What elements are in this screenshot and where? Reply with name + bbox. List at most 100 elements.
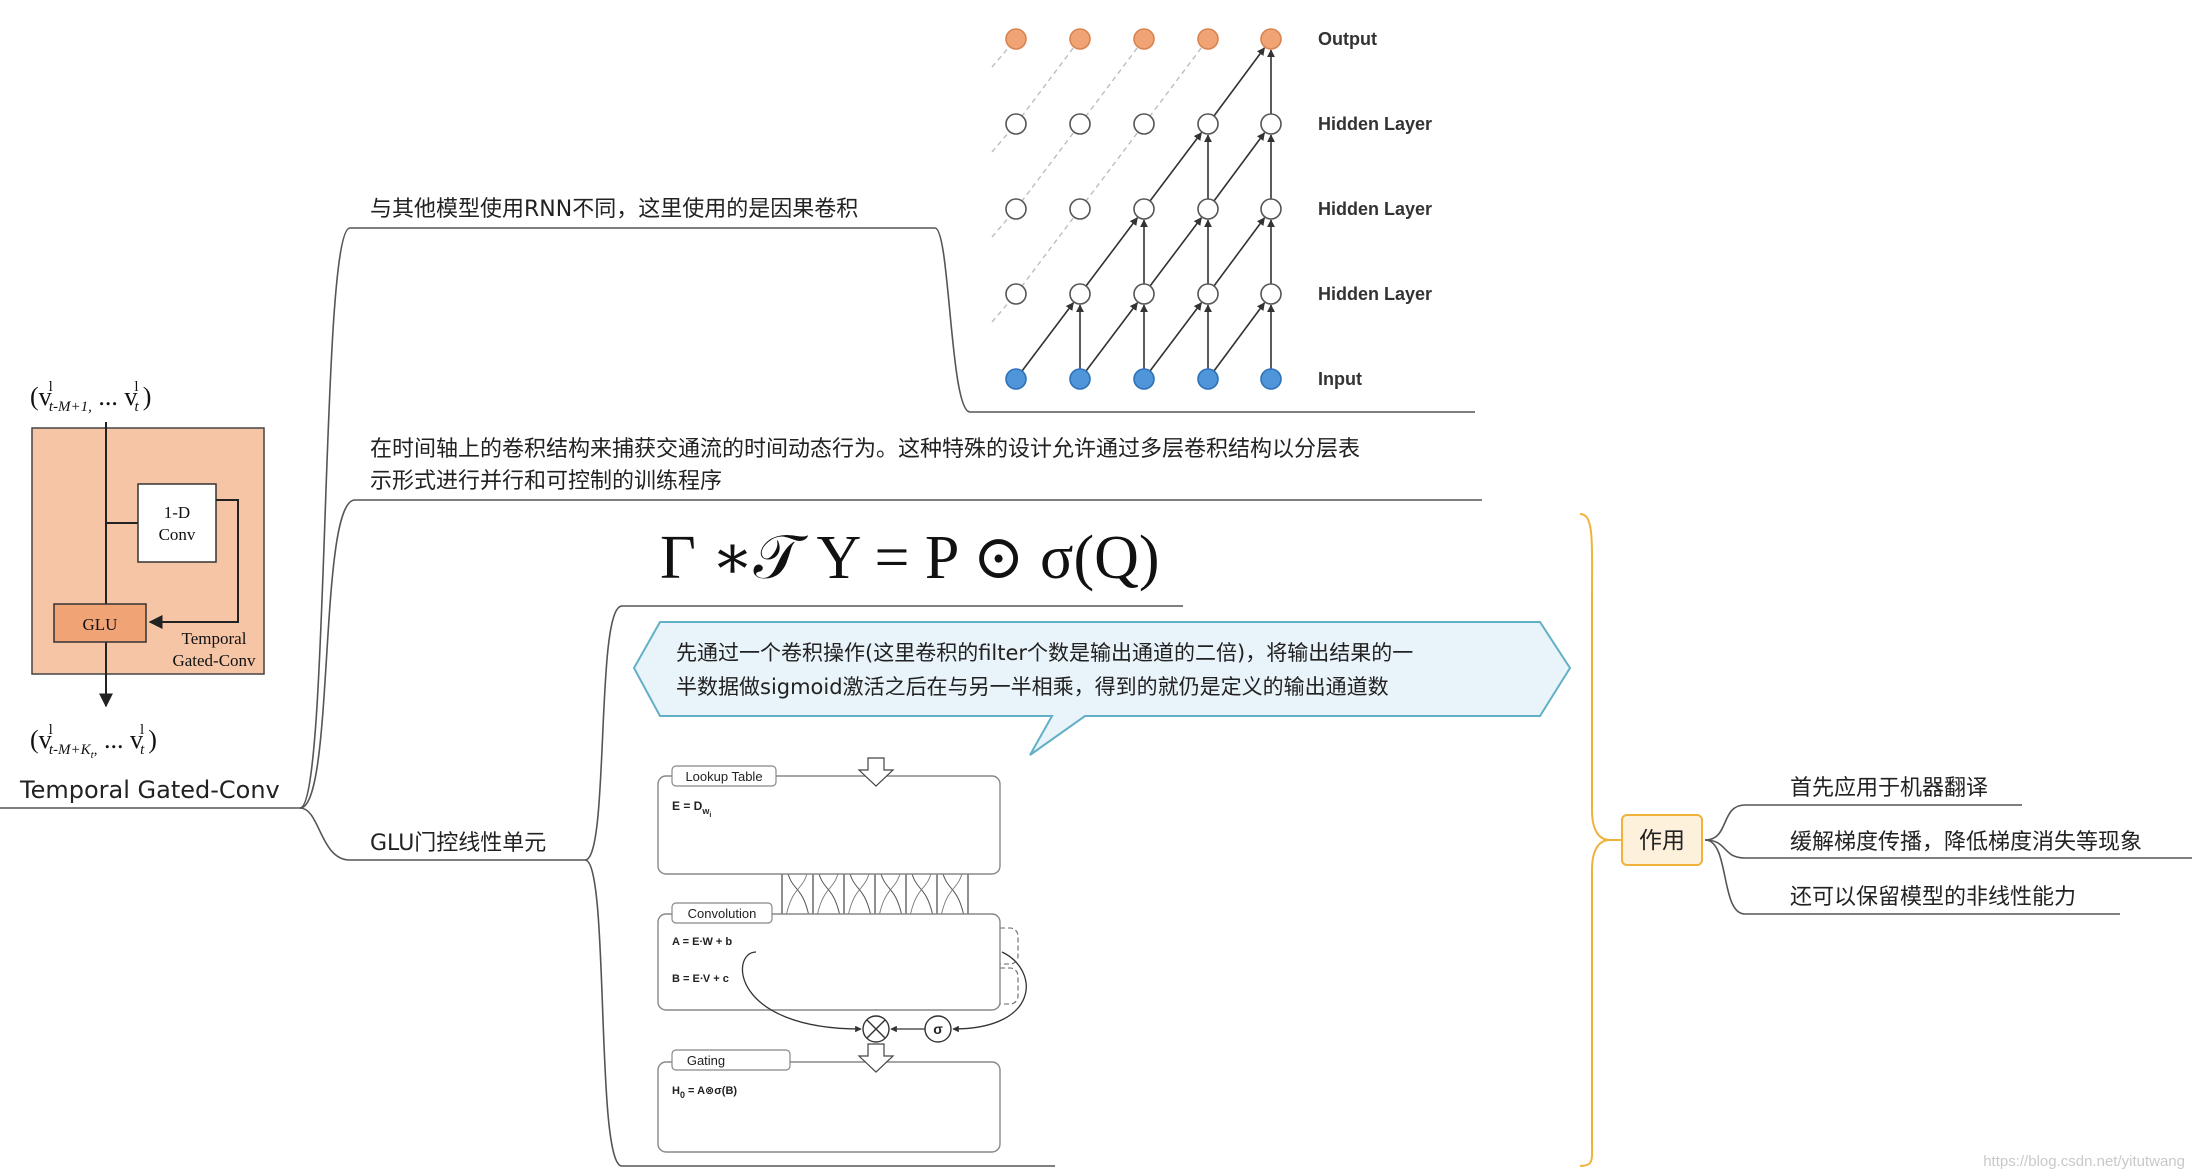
causal-node <box>1069 28 1091 50</box>
causal-node <box>1260 368 1282 390</box>
causal-node <box>1005 283 1027 305</box>
equation-a: A = E∙W + b <box>672 936 732 948</box>
causal-node <box>1005 368 1027 390</box>
lookup-panel <box>657 775 1001 875</box>
gating-equation: H0 = A⊗σ(B) <box>672 1085 737 1100</box>
causal-node <box>1197 198 1219 220</box>
callout-line-1: 先通过一个卷积操作(这里卷积的filter个数是输出通道的二倍)，将输出结果的一 <box>676 641 1413 665</box>
causal-edge <box>1149 132 1203 202</box>
branch-temporal-line2[interactable]: 示形式进行并行和可控制的训练程序 <box>370 469 722 494</box>
causal-node <box>1260 198 1282 220</box>
causal-edge <box>1085 217 1139 287</box>
effect-bracket <box>1579 513 1611 1167</box>
sigma-label: σ <box>933 1021 943 1037</box>
causal-node <box>1133 113 1155 135</box>
b-to-sigma <box>952 951 1027 1033</box>
effect-curve-3 <box>1704 839 2120 915</box>
glu-figure-curve <box>584 859 1055 1167</box>
effect-item-1[interactable]: 首先应用于机器翻译 <box>1790 776 1988 801</box>
causal-node <box>1069 113 1091 135</box>
causal-node <box>1069 283 1091 305</box>
root-topic[interactable]: Temporal Gated-Conv <box>19 776 280 804</box>
gating-hollow-arrow <box>857 1043 895 1073</box>
branch-causal-curve <box>299 227 1475 809</box>
tgc-feedback-line <box>148 499 239 629</box>
effect-node-label: 作用 <box>1639 828 1685 854</box>
tgc-conv-line2: Conv <box>159 525 196 544</box>
branch-glu-curve <box>299 807 585 861</box>
causal-layer-label: Input <box>1318 369 1362 389</box>
causal-node <box>1133 28 1155 50</box>
tgc-caption-2: Gated-Conv <box>172 651 256 670</box>
causal-edge <box>1085 302 1139 372</box>
causal-node <box>1005 113 1027 135</box>
branch-temporal-curve <box>299 499 1482 809</box>
causal-dashed-edge <box>1079 123 1145 210</box>
glu-formula-curve <box>584 605 1183 861</box>
causal-layer-label: Hidden Layer <box>1318 284 1432 304</box>
causal-node <box>1005 198 1027 220</box>
branch-glu-text[interactable]: GLU门控线性单元 <box>370 831 546 856</box>
causal-node <box>1260 283 1282 305</box>
lookup-equation: E = Dwi <box>672 799 711 819</box>
effect-curve-2 <box>1704 839 2192 859</box>
convolution-tab <box>671 902 773 924</box>
watermark: https://blog.csdn.net/yitutwang <box>1983 1153 2185 1170</box>
lookup-tab <box>671 765 777 787</box>
causal-node <box>1005 28 1027 50</box>
causal-edge <box>1021 302 1075 372</box>
causal-edge <box>1149 217 1203 287</box>
input-hollow-arrow <box>857 757 895 787</box>
glu-formula: Γ ∗𝒯 Y = P ⊙ σ(Q) <box>660 524 1160 592</box>
gating-title: Gating <box>687 1053 725 1068</box>
causal-dashed-edge <box>1015 123 1081 210</box>
causal-layer-label: Hidden Layer <box>1318 114 1432 134</box>
causal-dashed-edge <box>1015 208 1081 295</box>
causal-node <box>1260 113 1282 135</box>
causal-layer-label: Output <box>1318 29 1377 49</box>
causal-node <box>1133 283 1155 305</box>
effect-item-2[interactable]: 缓解梯度传播，降低梯度消失等现象 <box>1790 830 2142 855</box>
tgc-conv-box <box>137 483 217 563</box>
tgc-conv-line1: 1-D <box>164 503 190 522</box>
causal-dashed-edge <box>1143 38 1209 125</box>
branch-temporal-line1[interactable]: 在时间轴上的卷积结构来捕获交通流的时间动态行为。这种特殊的设计允许通过多层卷积结… <box>370 437 1360 462</box>
effect-curve-1 <box>1704 804 2022 841</box>
causal-edge <box>1213 132 1266 202</box>
convolution-title: Convolution <box>688 906 757 921</box>
causal-edge <box>1213 217 1266 287</box>
causal-node <box>1197 28 1219 50</box>
effect-node-box[interactable] <box>1621 814 1703 866</box>
causal-dashed-edge <box>1079 38 1145 125</box>
causal-edge <box>1213 302 1266 372</box>
causal-node <box>1069 368 1091 390</box>
convolution-panel <box>657 913 1001 1011</box>
causal-dashed-edge <box>1015 38 1081 125</box>
a-to-multiply <box>741 951 862 1033</box>
causal-node <box>1260 28 1282 50</box>
tgc-glu-box <box>53 603 147 643</box>
gating-panel <box>657 1061 1001 1153</box>
causal-edge <box>1149 302 1203 372</box>
branch-causal-text[interactable]: 与其他模型使用RNN不同，这里使用的是因果卷积 <box>370 197 858 222</box>
callout-line-2: 半数据做sigmoid激活之后在与另一半相乘，得到的就仍是定义的输出通道数 <box>676 675 1389 699</box>
causal-layer-label: Hidden Layer <box>1318 199 1432 219</box>
effect-item-3[interactable]: 还可以保留模型的非线性能力 <box>1790 885 2076 910</box>
causal-node <box>1133 368 1155 390</box>
causal-node <box>1197 368 1219 390</box>
glu-architecture-figure: Lookup Table E = Dwi Convolution A = E∙W… <box>657 757 1027 1153</box>
causal-node <box>1197 113 1219 135</box>
causal-node <box>1069 198 1091 220</box>
tgc-caption-1: Temporal <box>182 629 247 648</box>
causal-node <box>1133 198 1155 220</box>
lookup-title: Lookup Table <box>685 769 762 784</box>
causal-edge <box>1213 47 1266 117</box>
equation-b: B = E∙V + c <box>672 973 729 985</box>
tgc-glu-label: GLU <box>83 615 118 634</box>
callout-bubble[interactable] <box>632 621 1572 756</box>
gating-tab <box>671 1049 791 1071</box>
